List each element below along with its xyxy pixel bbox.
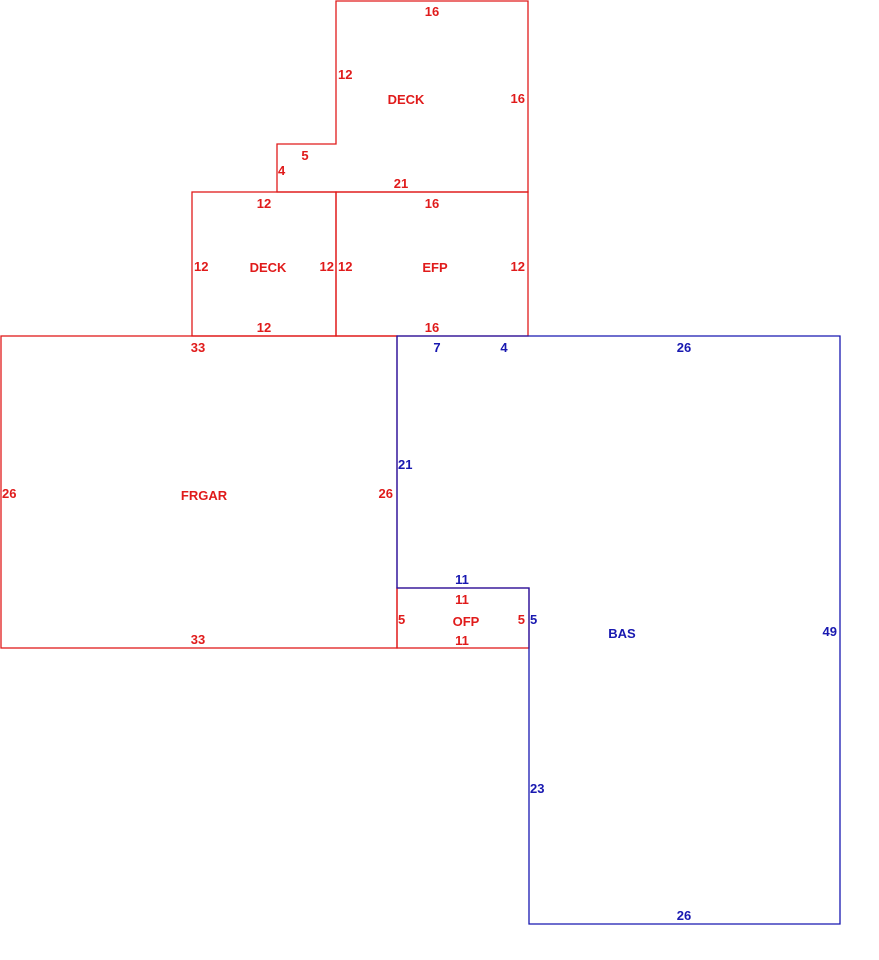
ofp-right-dim: 5 bbox=[518, 612, 525, 627]
frgar-left-dim: 26 bbox=[2, 486, 16, 501]
bas-left-upper-dim: 21 bbox=[398, 457, 412, 472]
frgar-right-dim: 26 bbox=[379, 486, 393, 501]
efp-right-dim: 12 bbox=[511, 259, 525, 274]
frgar-top-dim: 33 bbox=[191, 340, 205, 355]
bas-left-lower-dim: 23 bbox=[530, 781, 544, 796]
frgar-bottom-dim: 33 bbox=[191, 632, 205, 647]
bas-outline bbox=[396, 335, 841, 925]
ofp-left-dim: 5 bbox=[398, 612, 405, 627]
bas-notch-side-dim: 5 bbox=[530, 612, 537, 627]
deck-upper-top-dim: 16 bbox=[425, 4, 439, 19]
frgar-area-label: FRGAR bbox=[181, 488, 228, 503]
bas-notch-top-dim: 11 bbox=[455, 572, 469, 587]
deck-lower-top-dim: 12 bbox=[257, 196, 271, 211]
bas-top-dim-c: 26 bbox=[677, 340, 691, 355]
efp-bottom-dim: 16 bbox=[425, 320, 439, 335]
deck-upper-area-label: DECK bbox=[388, 92, 425, 107]
ofp-bottom-dim: 11 bbox=[455, 633, 469, 648]
deck-lower-right-dim: 12 bbox=[320, 259, 334, 274]
deck-lower-left-dim: 12 bbox=[194, 259, 208, 274]
efp-left-dim: 12 bbox=[338, 259, 352, 274]
bas-right-dim: 49 bbox=[823, 624, 837, 639]
deck-upper-right-dim: 16 bbox=[511, 91, 525, 106]
bas-area-label: BAS bbox=[608, 626, 636, 641]
deck-upper-notch-top-dim: 5 bbox=[301, 148, 308, 163]
deck-upper-bottom-dim: 21 bbox=[394, 176, 408, 191]
ofp-area-label: OFP bbox=[453, 614, 480, 629]
deck-lower-bottom-dim: 12 bbox=[257, 320, 271, 335]
deck-lower-area-label: DECK bbox=[250, 260, 287, 275]
efp-area-label: EFP bbox=[422, 260, 448, 275]
bas-top-dim-a: 7 bbox=[433, 340, 440, 355]
deck-upper-notch-left-dim: 4 bbox=[278, 163, 286, 178]
bas-top-dim-b: 4 bbox=[500, 340, 508, 355]
deck-upper-left-dim: 12 bbox=[338, 67, 352, 82]
bas-bottom-dim: 26 bbox=[677, 908, 691, 923]
efp-top-dim: 16 bbox=[425, 196, 439, 211]
ofp-top-dim: 11 bbox=[455, 592, 469, 607]
